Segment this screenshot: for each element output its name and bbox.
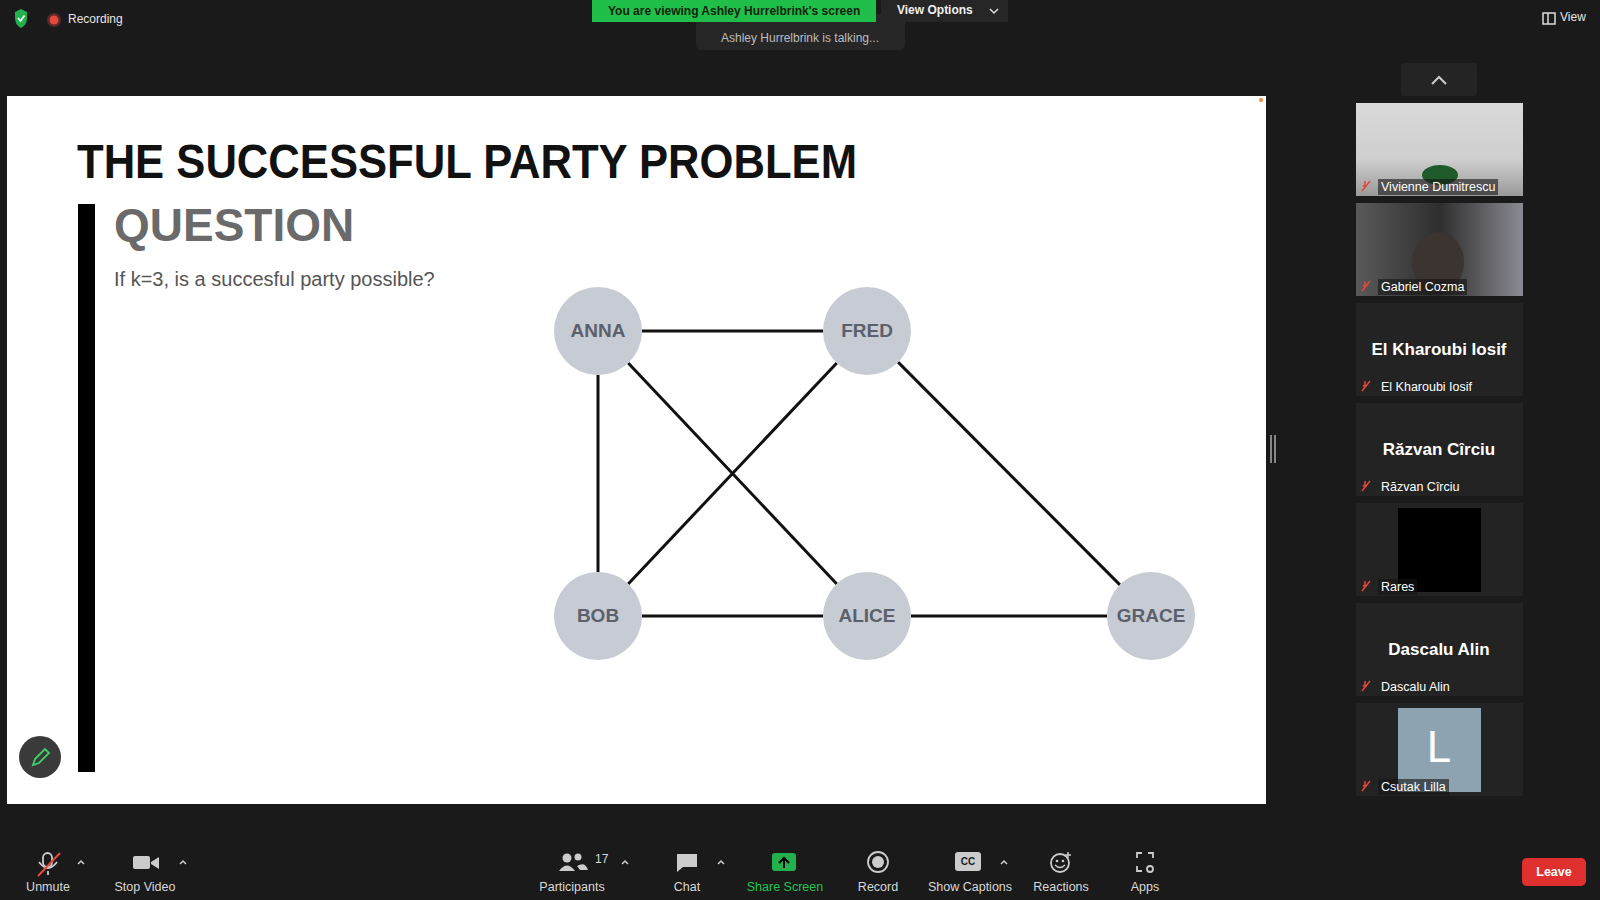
participant-name: Csutak Lilla bbox=[1378, 779, 1449, 795]
slide bbox=[7, 96, 1266, 804]
toolbar-label: Chat bbox=[674, 880, 700, 894]
slide-heading: QUESTION bbox=[114, 199, 354, 252]
cc-icon-text: CC bbox=[961, 856, 975, 868]
participant-tile bbox=[1356, 703, 1523, 796]
person-name: FRED bbox=[841, 320, 893, 342]
toolbar-label: Apps bbox=[1131, 880, 1160, 894]
participant-tile bbox=[1356, 403, 1523, 496]
video-tile bbox=[1356, 103, 1523, 196]
menu-button: View Options bbox=[897, 4, 973, 18]
video-tile bbox=[1356, 203, 1523, 296]
slide-bar bbox=[78, 204, 95, 772]
muted-mic-icons bbox=[1362, 181, 1370, 791]
friendship-edge bbox=[642, 330, 823, 333]
toolbar-label: Participants bbox=[539, 880, 604, 894]
participant-count: 17 bbox=[595, 853, 608, 867]
participant-name: Gabriel Cozma bbox=[1378, 279, 1467, 295]
record-ring bbox=[47, 13, 61, 27]
person-circle: ALICE bbox=[823, 572, 911, 660]
shield-icon bbox=[15, 9, 27, 28]
avatar-initial: L bbox=[1427, 722, 1451, 773]
share-banner: You are viewing Ashley Hurrelbrink's scr… bbox=[592, 0, 876, 22]
speaker-notice: Ashley Hurrelbrink is talking... bbox=[721, 32, 879, 46]
slide-title: THE SUCCESSFUL PARTY PROBLEM bbox=[77, 134, 857, 189]
toolbar-label: Reactions bbox=[1033, 880, 1089, 894]
scroll-up-button bbox=[1401, 63, 1477, 96]
divider-handle bbox=[1270, 435, 1272, 463]
slide-question: If k=3, is a succesful party possible? bbox=[114, 268, 435, 291]
chevron bbox=[990, 9, 998, 13]
shield-check bbox=[18, 16, 25, 22]
participant-name: Rares bbox=[1378, 579, 1417, 595]
leave-button: Leave bbox=[1536, 865, 1571, 879]
participant-display-name: Răzvan Cîrciu bbox=[1383, 440, 1495, 460]
toolbar-label: Unmute bbox=[26, 880, 70, 894]
toolbar-label: Record bbox=[858, 880, 898, 894]
friendship-edge bbox=[911, 615, 1107, 618]
participant-name: Dascalu Alin bbox=[1378, 679, 1453, 695]
friendship-edge bbox=[642, 615, 823, 618]
friendship-edge bbox=[628, 363, 837, 584]
person-name: ANNA bbox=[571, 320, 626, 342]
participant-tile bbox=[1356, 503, 1523, 596]
person-circle: ANNA bbox=[554, 287, 642, 375]
person-name: BOB bbox=[577, 605, 619, 627]
divider-handle bbox=[1274, 435, 1276, 463]
participant-display-name: El Kharoubi Iosif bbox=[1371, 340, 1506, 360]
friendship-edge bbox=[898, 362, 1120, 585]
friendship-edge bbox=[628, 363, 837, 584]
view-icon bbox=[1543, 13, 1555, 24]
participant-tile bbox=[1356, 603, 1523, 696]
participant-name: Răzvan Cîrciu bbox=[1378, 479, 1463, 495]
person-circle: BOB bbox=[554, 572, 642, 660]
toolbar-label: Stop Video bbox=[115, 880, 176, 894]
person-circle: FRED bbox=[823, 287, 911, 375]
participant-name: Vivienne Dumitrescu bbox=[1378, 179, 1498, 195]
participant-display-name: Dascalu Alin bbox=[1388, 640, 1489, 660]
participant-tile bbox=[1356, 303, 1523, 396]
view-options-bar bbox=[881, 0, 1008, 22]
participant-name: El Kharoubi Iosif bbox=[1378, 379, 1475, 395]
pen-button bbox=[19, 736, 61, 778]
person-circle: GRACE bbox=[1107, 572, 1195, 660]
chevron-up bbox=[1432, 77, 1446, 84]
person-name: ALICE bbox=[839, 605, 896, 627]
toolbar-label: Show Captions bbox=[928, 880, 1012, 894]
slide-dot bbox=[1259, 98, 1263, 102]
status-text: Recording bbox=[68, 13, 123, 27]
toolbar-label: Share Screen bbox=[747, 880, 823, 894]
pen-icon bbox=[33, 749, 49, 765]
view-button: View bbox=[1560, 11, 1586, 25]
record-dot bbox=[50, 16, 59, 25]
view-icon-line bbox=[1547, 13, 1549, 24]
friendship-edge bbox=[597, 375, 600, 572]
person-name: GRACE bbox=[1117, 605, 1186, 627]
